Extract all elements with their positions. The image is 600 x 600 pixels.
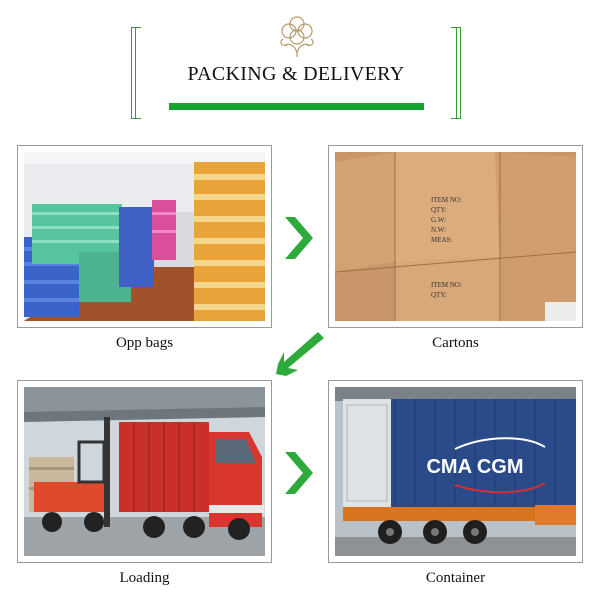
step-caption: Container	[425, 570, 486, 586]
cartons-photo: ITEM NO: QTY: G.W: N.W: MEAS: ITEM NO: Q…	[335, 152, 576, 321]
title-underline	[169, 103, 424, 110]
carton-label-line: ITEM NO:	[431, 281, 462, 289]
container-logo-text: CMA CGM	[426, 456, 523, 478]
header-frame-line	[456, 27, 457, 119]
header-frame-line	[131, 118, 141, 119]
step-panel-opp-bags	[17, 145, 272, 328]
loading-photo	[24, 387, 265, 556]
header-frame-line	[451, 118, 461, 119]
carton-label-line: N.W:	[431, 226, 446, 234]
step-panel-loading	[17, 380, 272, 563]
opp-bags-photo	[24, 152, 265, 321]
step-panel-container: CMA CGM	[328, 380, 583, 563]
cotton-flower-icon	[280, 16, 314, 57]
section-header: PACKING & DELIVERY	[131, 16, 461, 119]
header-frame-line	[131, 27, 132, 119]
carton-label-line: MEAS:	[431, 236, 452, 244]
step-panel-cartons: ITEM NO: QTY: G.W: N.W: MEAS: ITEM NO: Q…	[328, 145, 583, 328]
arrow-down-left-icon	[276, 332, 324, 376]
header-frame-line	[131, 27, 141, 28]
header-frame-line	[460, 27, 461, 119]
carton-label-line: ITEM NO:	[431, 196, 462, 204]
carton-label-line: G.W:	[431, 216, 446, 224]
container-photo: CMA CGM	[335, 387, 576, 556]
chevron-right-icon	[285, 217, 313, 259]
header-frame-line	[135, 27, 136, 119]
step-caption: Loading	[119, 570, 170, 586]
carton-label-line: QTY:	[431, 206, 447, 214]
step-caption: Cartons	[432, 335, 479, 351]
carton-label-line: QTY:	[431, 291, 447, 299]
page-title: PACKING & DELIVERY	[187, 63, 405, 85]
chevron-right-icon	[285, 452, 313, 494]
step-caption: Opp bags	[115, 335, 174, 351]
